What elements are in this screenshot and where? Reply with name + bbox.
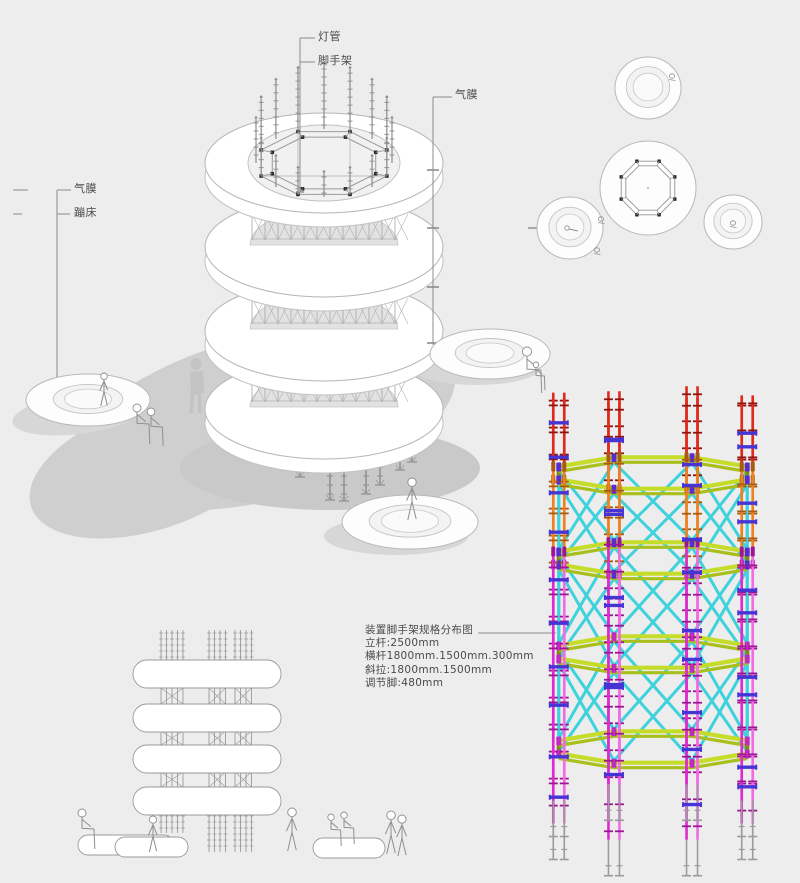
person — [384, 810, 397, 855]
trampoline-donut-center — [341, 494, 479, 550]
ledgers — [548, 420, 758, 808]
person-plan — [597, 216, 605, 224]
trampoline-donut-left — [25, 373, 151, 427]
spec-item-4: 调节脚:480mm — [365, 676, 444, 689]
standards — [548, 386, 758, 877]
person — [340, 811, 355, 845]
seating-donut-right — [429, 328, 551, 380]
person — [146, 407, 164, 447]
plan-view-left — [536, 196, 604, 260]
plan-view-center — [599, 140, 697, 236]
person — [327, 813, 342, 847]
label-air-membrane-top: 气膜 — [455, 88, 478, 101]
spec-block: 装置脚手架规格分布图 立杆:2500mm 横杆1800mm.1500mm.300… — [365, 624, 534, 690]
person — [285, 807, 298, 852]
spec-item-1: 立杆:2500mm — [365, 637, 440, 650]
person — [532, 361, 546, 391]
label-air-membrane-left: 气膜 — [74, 182, 97, 195]
spec-title: 装置脚手架规格分布图 — [365, 624, 473, 636]
person-plan — [593, 247, 601, 255]
person-plan — [668, 73, 676, 81]
person — [77, 808, 96, 850]
plan-view-top — [614, 56, 682, 120]
tower-top-truss — [253, 62, 395, 197]
person-plan — [729, 220, 737, 228]
person-silhouette — [189, 358, 204, 413]
person — [406, 477, 418, 521]
person — [132, 403, 151, 445]
plan-view-right — [703, 194, 763, 250]
label-lamp-tube: 灯管 — [318, 30, 341, 43]
spec-item-2: 横杆1800mm.1500mm.300mm — [365, 650, 534, 663]
label-trampoline: 蹦床 — [74, 206, 97, 219]
diagonal-braces — [557, 461, 749, 762]
leader-lines — [13, 37, 556, 634]
person — [147, 815, 158, 853]
elevation-view — [77, 630, 386, 859]
person — [99, 372, 109, 407]
person — [396, 814, 407, 857]
label-scaffold: 脚手架 — [318, 54, 353, 67]
spec-item-3: 斜拉:1800mm.1500mm — [365, 663, 493, 676]
person-plan — [564, 225, 579, 232]
